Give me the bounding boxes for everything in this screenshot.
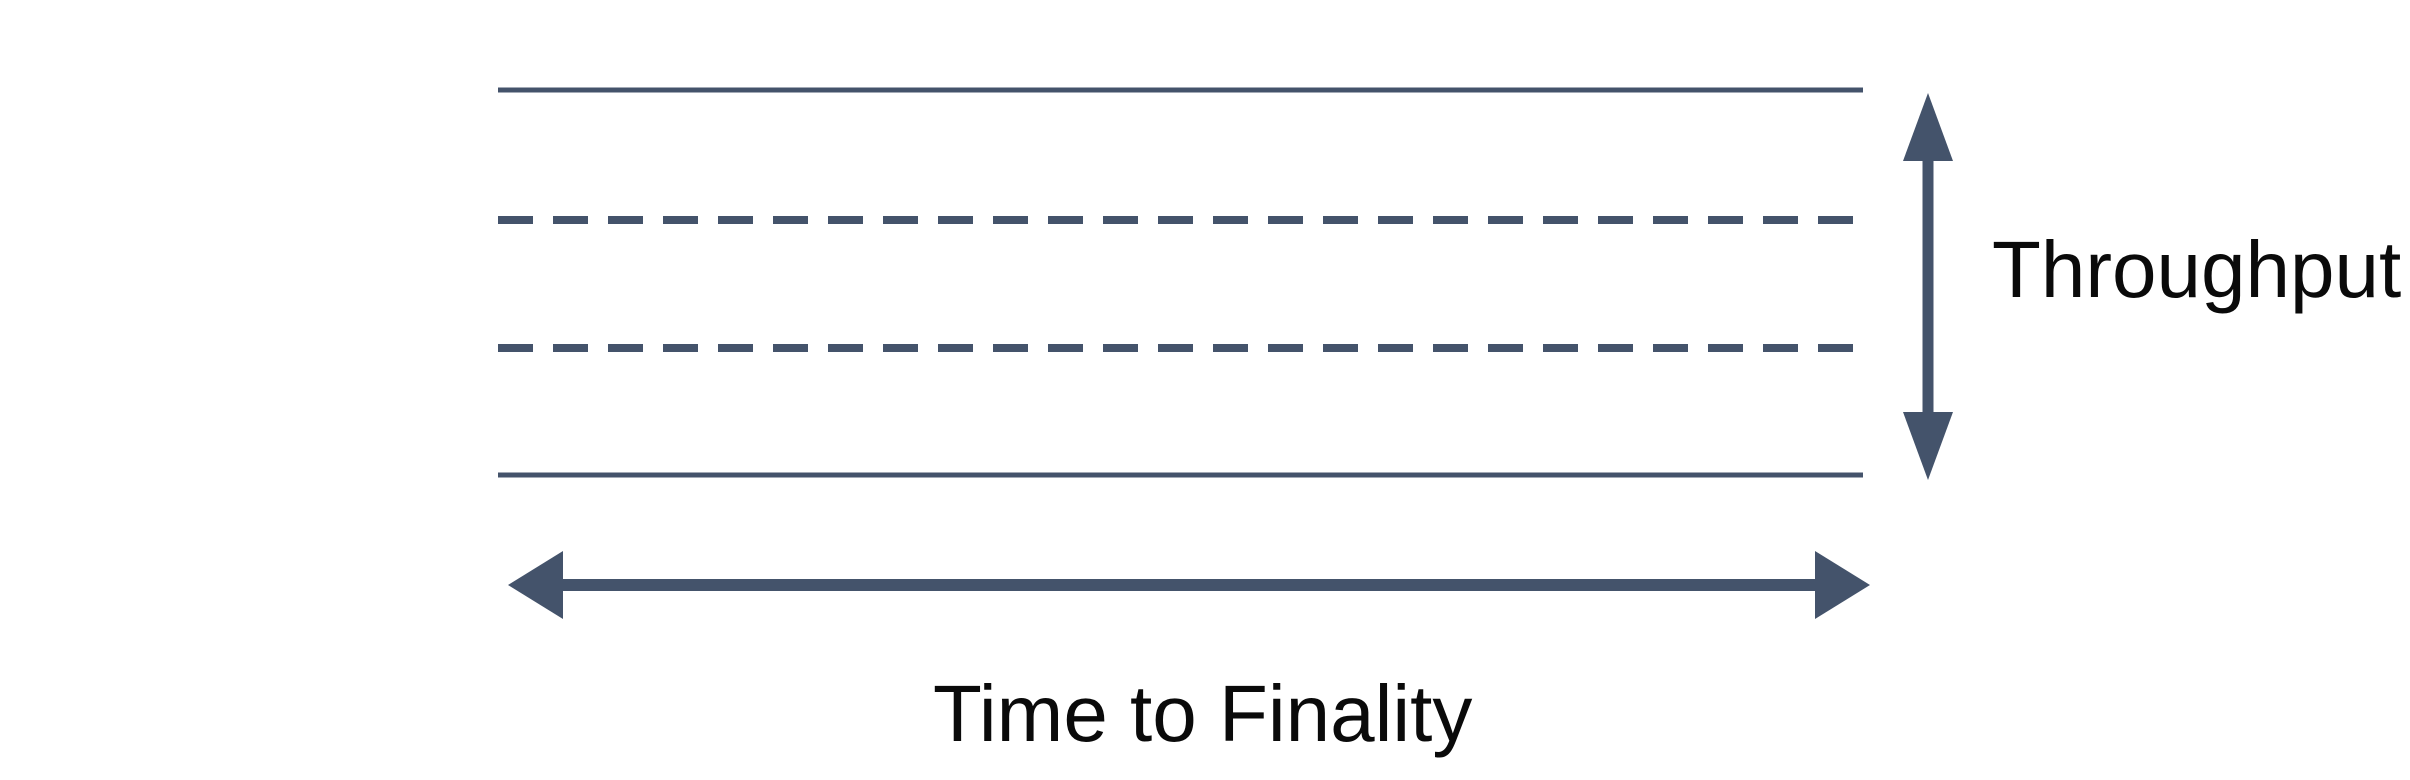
lane-lines-group (498, 87, 1863, 478)
time-to-finality-arrow-shaft (560, 579, 1818, 591)
time-to-finality-arrow (508, 551, 1870, 619)
time-to-finality-arrow-head-right (1815, 551, 1870, 619)
throughput-label: Throughput (1992, 225, 2402, 314)
throughput-arrow-head-down (1903, 412, 1953, 480)
throughput-arrow (1903, 93, 1953, 480)
time-to-finality-label: Time to Finality (933, 669, 1473, 758)
throughput-arrow-shaft (1922, 155, 1934, 418)
time-to-finality-arrow-head-left (508, 551, 563, 619)
throughput-arrow-head-up (1903, 93, 1953, 161)
